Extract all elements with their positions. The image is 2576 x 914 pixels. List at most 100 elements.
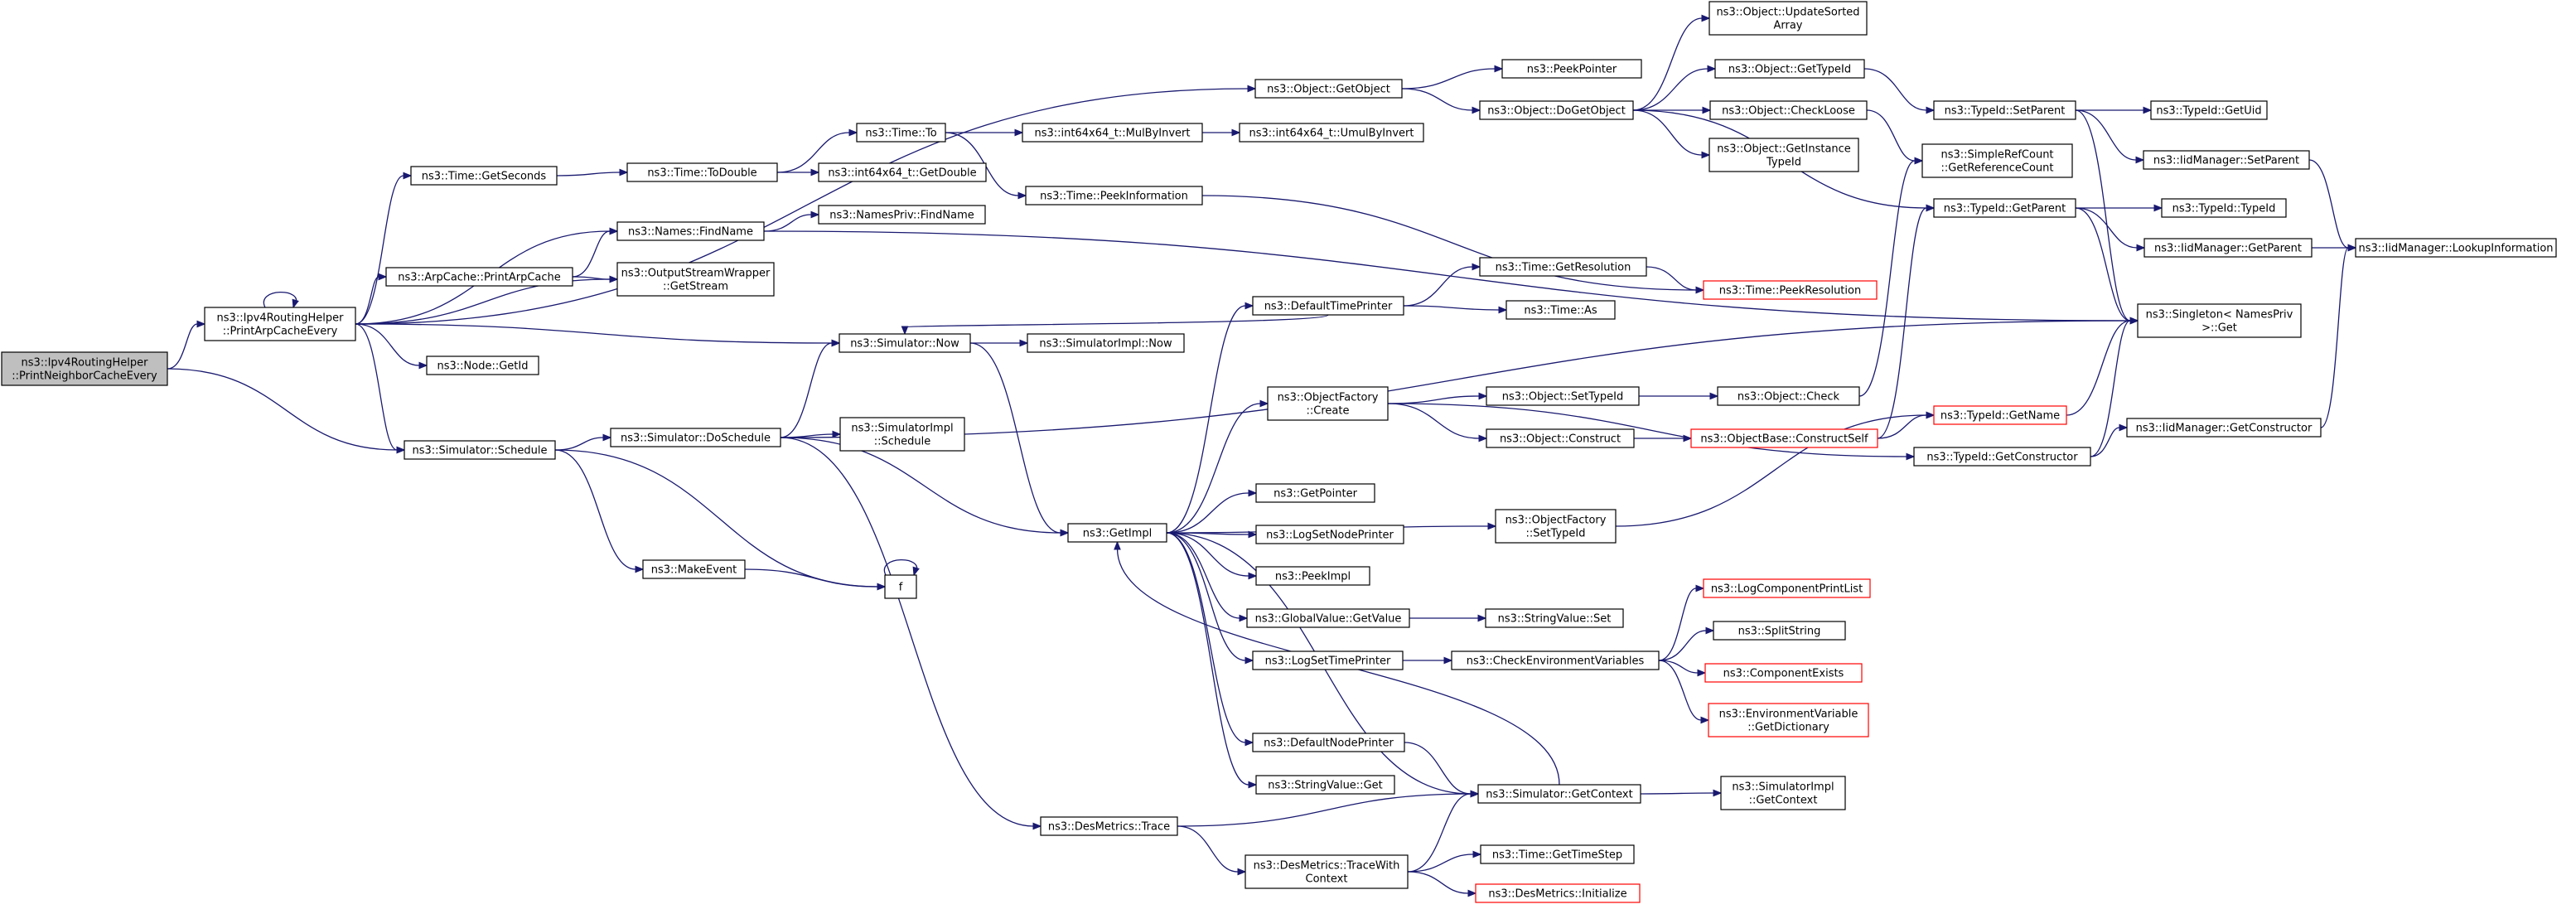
node-type-id-get-name[interactable]: ns3::TypeId::GetName	[1933, 405, 2067, 425]
node-time-get-time-step[interactable]: ns3::Time::GetTimeStep	[1480, 844, 1635, 864]
node-type-id-get-parent[interactable]: ns3::TypeId::GetParent	[1933, 198, 2076, 218]
edge-get-impl-to-def-node-printer	[1166, 532, 1254, 747]
node-box	[1255, 775, 1395, 795]
node-peek-info[interactable]: ns3::Time::PeekInformation	[1025, 186, 1203, 206]
node-split-string[interactable]: ns3::SplitString	[1713, 621, 1846, 641]
node-obj-get-type-id[interactable]: ns3::Object::GetTypeId	[1714, 59, 1865, 79]
node-get-impl[interactable]: ns3::GetImpl	[1067, 523, 1167, 543]
node-names-find[interactable]: ns3::Names::FindName	[616, 221, 765, 241]
node-print-arp[interactable]: ns3::Ipv4RoutingHelper::PrintArpCacheEve…	[204, 307, 356, 341]
arrowhead	[1014, 128, 1024, 137]
node-get-seconds[interactable]: ns3::Time::GetSeconds	[410, 166, 558, 186]
node-obj-check-loose[interactable]: ns3::Object::CheckLoose	[1709, 100, 1868, 120]
node-peek-pointer[interactable]: ns3::PeekPointer	[1501, 59, 1642, 79]
node-label: ns3::ObjectBase::ConstructSelf	[1700, 433, 1868, 446]
arrowhead	[1114, 540, 1121, 550]
edge-to-double-to-get-double	[776, 168, 820, 177]
node-src-get-ref-count[interactable]: ns3::SimpleRefCount::GetReferenceCount	[1921, 143, 2073, 178]
node-obj-fact-create[interactable]: ns3::ObjectFactory::Create	[1267, 386, 1389, 421]
node-f[interactable]: f	[884, 574, 917, 599]
node-log-set-node-printer[interactable]: ns3::LogSetNodePrinter	[1255, 525, 1404, 544]
node-log-set-time-printer[interactable]: ns3::LogSetTimePrinter	[1252, 650, 1404, 670]
node-label: ns3::Names::FindName	[628, 226, 753, 239]
node-type-id-set-parent[interactable]: ns3::TypeId::SetParent	[1933, 100, 2076, 120]
node-get-double[interactable]: ns3::int64x64_t::GetDouble	[818, 162, 987, 182]
node-iid-get-constructor[interactable]: ns3::IidManager::GetConstructor	[2126, 418, 2322, 438]
node-do-get-object[interactable]: ns3::Object::DoGetObject	[1479, 100, 1634, 120]
node-obj-get-object[interactable]: ns3::Object::GetObject	[1254, 79, 1403, 99]
node-gv-get-value[interactable]: ns3::GlobalValue::GetValue	[1246, 608, 1410, 628]
node-component-exists[interactable]: ns3::ComponentExists	[1704, 663, 1863, 683]
arrowhead	[396, 446, 406, 454]
edge-iid-get-constructor-to-iid-lookup-info	[2320, 244, 2357, 428]
node-obj-construct[interactable]: ns3::Object::Construct	[1486, 428, 1635, 448]
node-time-as[interactable]: ns3::Time::As	[1505, 300, 1616, 320]
node-make-event[interactable]: ns3::MakeEvent	[642, 559, 746, 579]
node-sim-impl-schedule[interactable]: ns3::SimulatorImpl::Schedule	[839, 417, 965, 452]
node-sim-impl-now[interactable]: ns3::SimulatorImpl::Now	[1027, 333, 1185, 353]
node-sim-now[interactable]: ns3::Simulator::Now	[839, 333, 971, 353]
node-arp-print[interactable]: ns3::ArpCache::PrintArpCache	[385, 267, 573, 287]
node-mul-by-invert[interactable]: ns3::int64x64_t::MulByInvert	[1022, 123, 1203, 143]
node-box	[2143, 150, 2310, 170]
node-type-id-type-id[interactable]: ns3::TypeId::TypeId	[2161, 198, 2287, 218]
node-label: ns3::Object::GetObject	[1267, 84, 1390, 96]
node-check-env[interactable]: ns3::CheckEnvironmentVariables	[1451, 650, 1660, 670]
node-label: ns3::MakeEvent	[651, 564, 737, 577]
node-des-init[interactable]: ns3::DesMetrics::Initialize	[1475, 883, 1641, 903]
node-label: ns3::Time::GetSeconds	[422, 171, 547, 183]
node-time-to[interactable]: ns3::Time::To	[856, 123, 946, 143]
node-obj-check[interactable]: ns3::Object::Check	[1717, 386, 1860, 406]
node-root[interactable]: ns3::Ipv4RoutingHelper::PrintNeighborCac…	[1, 351, 168, 386]
node-node-get-id[interactable]: ns3::Node::GetId	[426, 355, 539, 375]
node-time-get-res[interactable]: ns3::Time::GetResolution	[1479, 257, 1647, 277]
node-def-node-printer[interactable]: ns3::DefaultNodePrinter	[1252, 733, 1405, 752]
node-label: ns3::ArpCache::PrintArpCache	[398, 272, 561, 284]
edge-print-arp-to-node-get-id	[355, 323, 428, 370]
node-obj-set-type-id[interactable]: ns3::Object::SetTypeId	[1486, 386, 1640, 406]
node-def-time-printer[interactable]: ns3::DefaultTimePrinter	[1252, 296, 1404, 316]
node-to-double[interactable]: ns3::Time::ToDouble	[626, 162, 778, 182]
edge-def-time-printer-to-time-get-res	[1403, 263, 1481, 307]
node-label: ns3::Time::ToDouble	[647, 167, 756, 180]
node-label: ns3::SplitString	[1738, 626, 1821, 638]
node-type-id-get-uid[interactable]: ns3::TypeId::GetUid	[2150, 100, 2268, 120]
arrowhead	[609, 227, 619, 235]
node-sv-get[interactable]: ns3::StringValue::Get	[1255, 775, 1395, 795]
node-get-pointer[interactable]: ns3::GetPointer	[1255, 483, 1375, 503]
node-obj-fact-set-type-id[interactable]: ns3::ObjectFactory::SetTypeId	[1495, 509, 1617, 544]
node-box	[1505, 300, 1616, 320]
node-names-priv-find[interactable]: ns3::NamesPriv::FindName	[818, 205, 986, 225]
node-obj-base-construct-self[interactable]: ns3::ObjectBase::ConstructSelf	[1690, 428, 1878, 448]
node-box	[1252, 296, 1404, 316]
node-iid-lookup-info[interactable]: ns3::IidManager::LookupInformation	[2355, 238, 2557, 258]
arrowhead	[912, 566, 920, 577]
node-sv-set[interactable]: ns3::StringValue::Set	[1485, 608, 1624, 628]
node-iid-get-parent[interactable]: ns3::IidManager::GetParent	[2143, 238, 2313, 258]
node-do-schedule[interactable]: ns3::Simulator::DoSchedule	[610, 428, 781, 447]
node-box	[1, 351, 168, 386]
arrowhead	[378, 273, 388, 281]
node-time-peek-res[interactable]: ns3::Time::PeekResolution	[1703, 280, 1878, 300]
edge-obj-check-loose-to-src-get-ref-count	[1866, 109, 1924, 165]
node-osw[interactable]: ns3::OutputStreamWrapper::GetStream	[616, 262, 775, 297]
node-singleton-get[interactable]: ns3::Singleton< NamesPriv >::Get	[2137, 303, 2302, 338]
node-log-comp-print-list[interactable]: ns3::LogComponentPrintList	[1703, 578, 1871, 598]
edge-get-impl-to-peek-impl	[1166, 532, 1258, 580]
node-sim-get-context[interactable]: ns3::Simulator::GetContext	[1477, 784, 1641, 804]
node-des-trace[interactable]: ns3::DesMetrics::Trace	[1040, 816, 1178, 836]
node-box	[1067, 523, 1167, 543]
node-schedule[interactable]: ns3::Simulator::Schedule	[404, 440, 556, 460]
node-iid-set-parent[interactable]: ns3::IidManager::SetParent	[2143, 150, 2310, 170]
node-env-var-get-dict[interactable]: ns3::EnvironmentVariable::GetDictionary	[1708, 703, 1869, 737]
node-label: ns3::Singleton< NamesPriv	[2146, 309, 2293, 322]
arrowhead	[1247, 85, 1257, 93]
node-type-id-get-constructor[interactable]: ns3::TypeId::GetConstructor	[1913, 447, 2091, 467]
node-box	[1239, 123, 1424, 143]
node-peek-impl[interactable]: ns3::PeekImpl	[1255, 566, 1370, 586]
node-sim-impl-get-context[interactable]: ns3::SimulatorImpl::GetContext	[1720, 776, 1846, 810]
node-umul-by-invert[interactable]: ns3::int64x64_t::UmulByInvert	[1239, 123, 1424, 143]
